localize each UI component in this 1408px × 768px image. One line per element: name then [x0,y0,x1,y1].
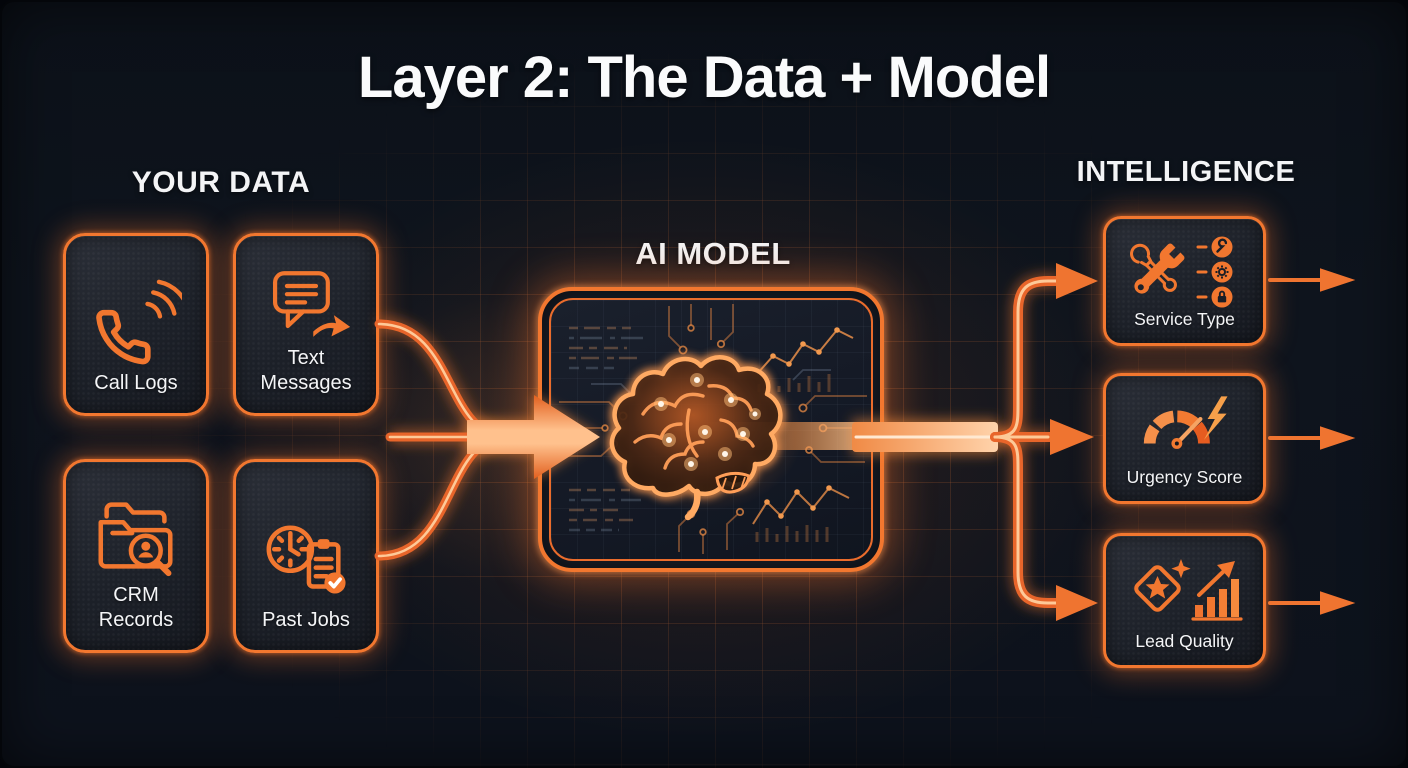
wrench-outline [1129,243,1177,292]
mini-gear-icon [1215,265,1228,279]
branch-arrowheads [1050,263,1098,621]
gauge-icon [1143,396,1228,449]
folder-search-icon [98,502,173,577]
your-data-heading: YOUR DATA [131,166,311,199]
card-label: Call Logs [94,371,178,394]
page-title: Layer 2: The Data + Model [357,45,1051,110]
card-text-messages: Text Messages [233,233,379,416]
card-label: Service Type [1134,308,1235,329]
card-label: CRM Records [98,584,174,631]
sparkle-icon [1170,558,1191,578]
ai-model-heading: AI MODEL [635,236,791,271]
lightning-bolt-icon [1203,396,1228,440]
service-list [1196,236,1232,308]
mini-chart-bottom [752,485,850,542]
card-label: Lead Quality [1135,630,1234,651]
card-label: Urgency Score [1126,466,1243,487]
clock-clipboard-icon [266,525,346,594]
phone-icon [96,279,182,364]
brain-synapse-dots [654,373,761,471]
diamond-badge [1133,564,1181,612]
wrench-solid [1133,243,1184,294]
output-branches [990,276,1063,608]
circuit-traces [557,304,869,554]
exit-arrows [1268,268,1356,615]
tools-icon [1129,236,1232,308]
forward-arrow [313,315,350,338]
card-service-type: Service Type [1103,216,1266,346]
brain-circuit-illustration [557,304,871,554]
card-urgency-score: Urgency Score [1103,373,1266,504]
mini-lock-icon [1217,290,1226,303]
ai-model-box [538,287,884,572]
badge-chart-icon [1133,558,1243,621]
data-feed-lines [374,319,510,561]
brain-icon [607,352,785,521]
card-crm-records: CRM Records [63,459,209,653]
card-lead-quality: Lead Quality [1103,533,1266,668]
gauge-needle [1174,416,1202,446]
card-past-jobs: Past Jobs [233,459,379,653]
mini-wrench-icon [1215,238,1227,253]
card-call-logs: Call Logs [63,233,209,416]
star-icon [1145,575,1169,599]
code-rows [569,326,647,532]
card-label: Past Jobs [262,608,350,631]
card-label: Text Messages [260,347,352,394]
growth-chart [1190,560,1243,621]
ai-model-circuit-panel [549,298,873,561]
chat-forward-icon [273,271,350,338]
intelligence-heading: INTELLIGENCE [1076,156,1296,188]
